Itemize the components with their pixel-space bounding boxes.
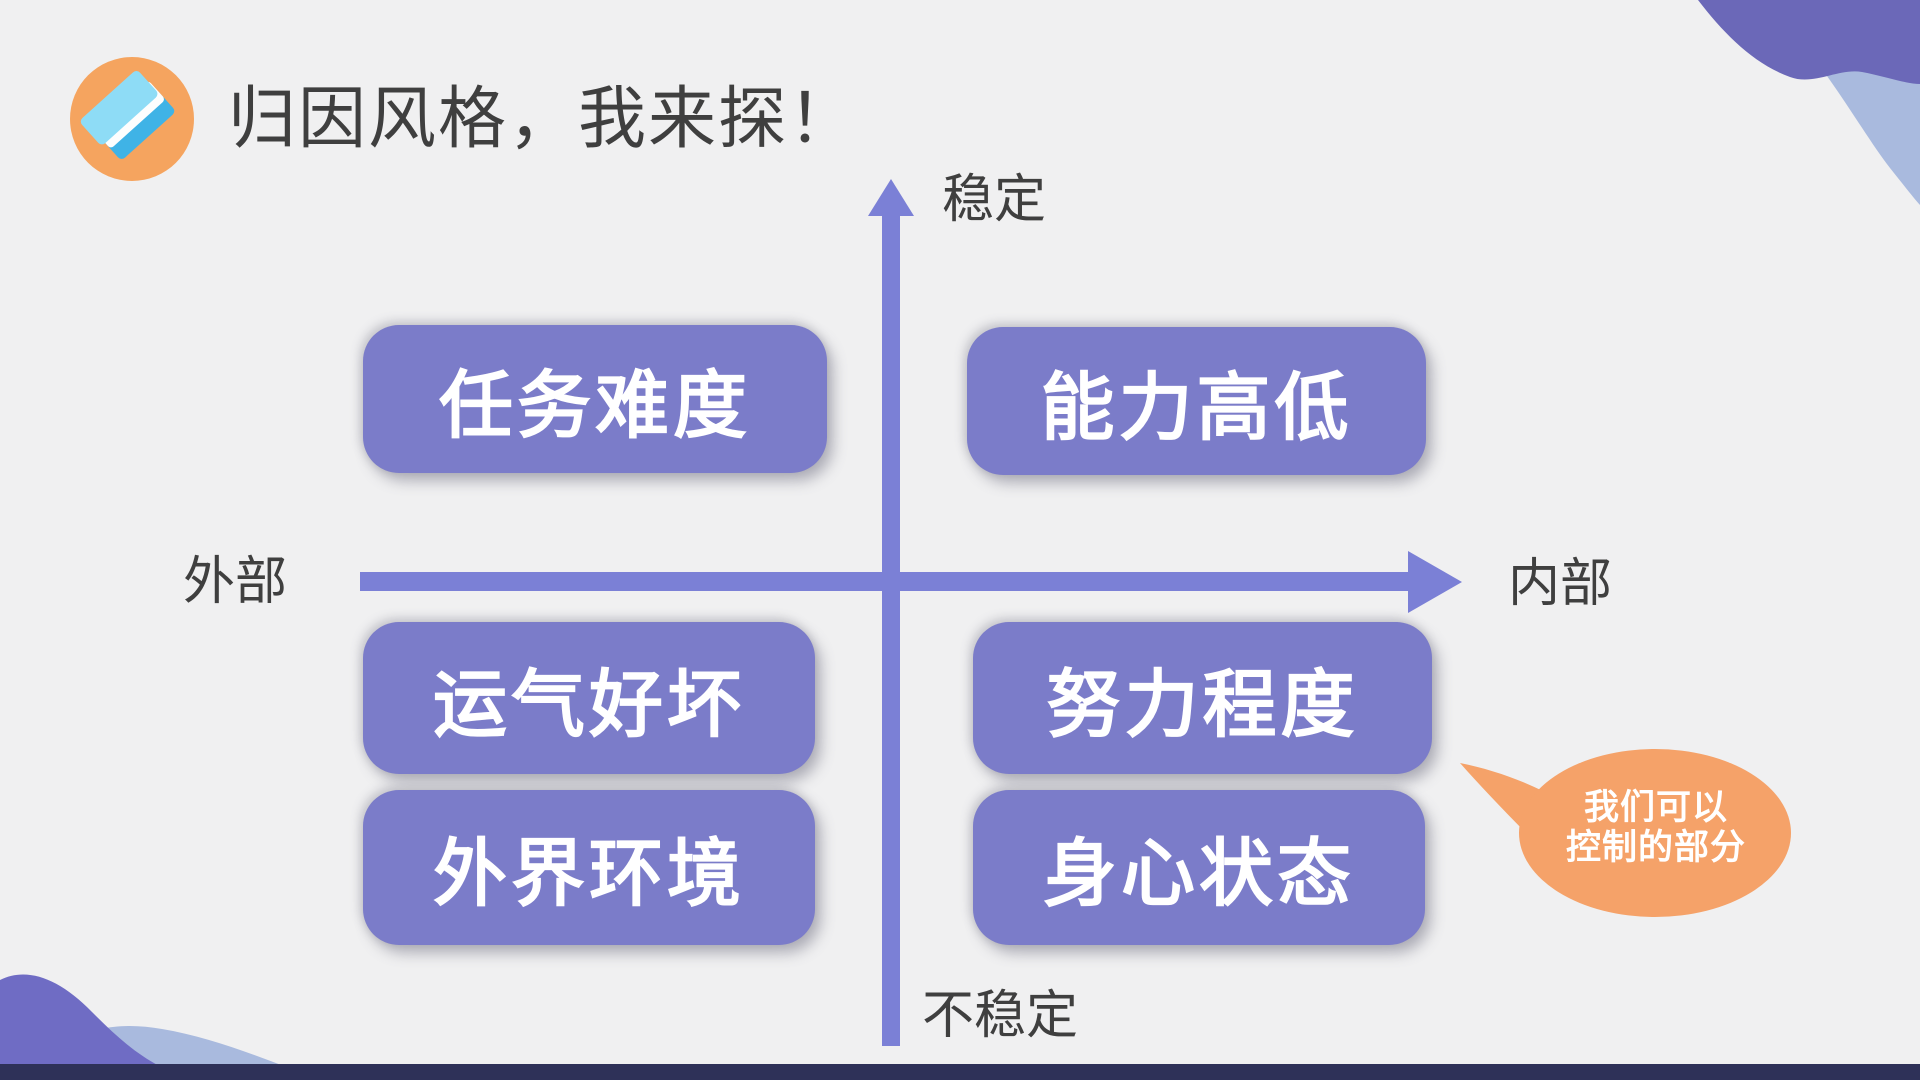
callout-text-line1: 我们可以: [1583, 788, 1728, 827]
vertical-axis-arrowhead-icon: [868, 179, 914, 216]
bottom-left-purple-blob: [0, 974, 198, 1080]
quadrant-box-body-mind-state: 身心状态: [973, 790, 1425, 945]
book-icon: [70, 57, 194, 181]
horizontal-axis-line: [360, 572, 1412, 591]
quadrant-box-environment: 外界环境: [363, 790, 815, 945]
vertical-axis-line: [882, 212, 900, 1046]
horizontal-axis-arrowhead-icon: [1408, 551, 1462, 613]
page-title: 归因风格，我来探！: [228, 81, 859, 157]
bottom-left-lightblue-blob: [40, 1026, 320, 1080]
callout-text: 我们可以 控制的部分: [1520, 788, 1792, 868]
top-right-lightblue-blob: [1800, 40, 1920, 205]
quadrant-box-luck: 运气好坏: [363, 622, 815, 774]
footer-bar: [0, 1064, 1920, 1080]
quadrant-box-task-difficulty: 任务难度: [363, 325, 827, 473]
axis-label-internal: 内部: [1508, 555, 1613, 613]
axis-label-external: 外部: [183, 553, 288, 611]
axis-label-stable: 稳定: [942, 171, 1047, 229]
top-right-purple-blob: [1698, 0, 1920, 84]
quadrant-box-ability-level: 能力高低: [967, 327, 1426, 475]
axis-label-unstable: 不稳定: [922, 987, 1079, 1045]
callout-bubble: [1460, 749, 1791, 917]
callout-text-line2: 控制的部分: [1565, 828, 1746, 867]
quadrant-box-effort: 努力程度: [973, 622, 1432, 774]
